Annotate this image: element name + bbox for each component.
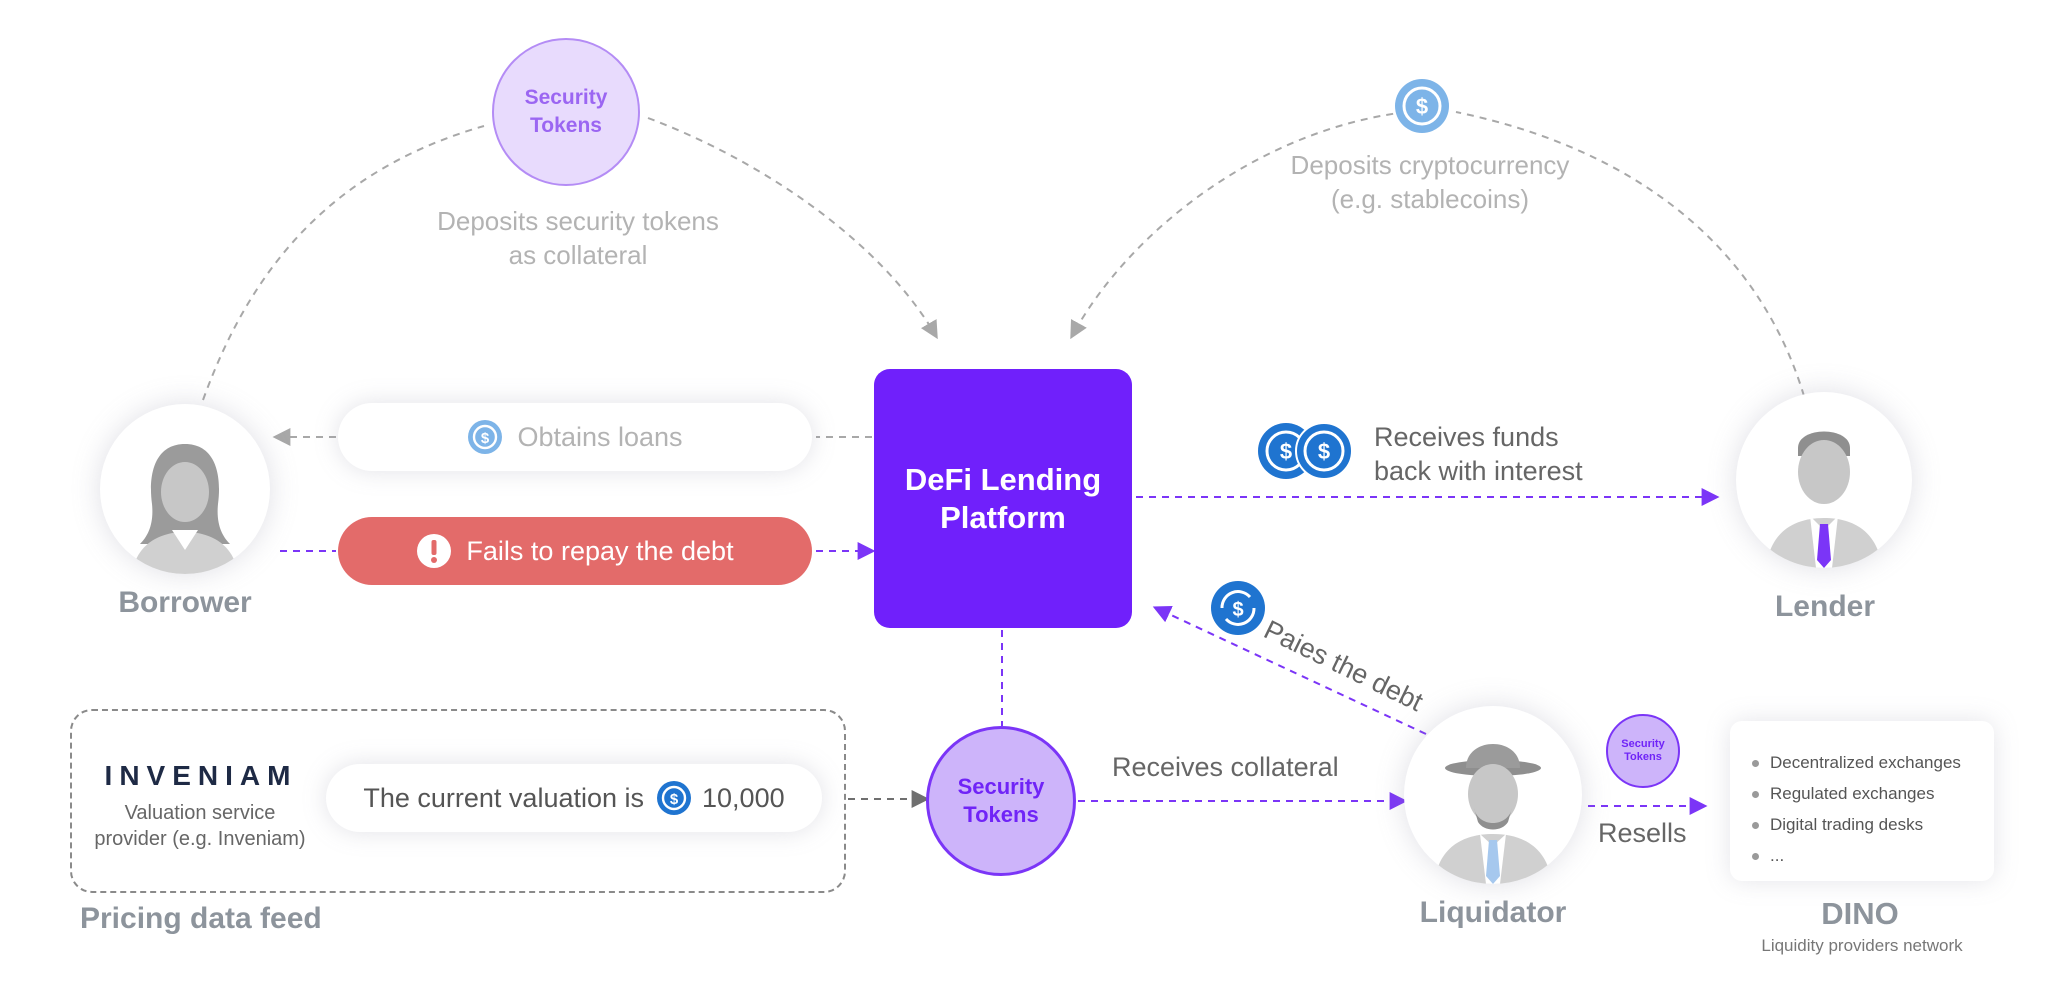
exchange-coin-icon: $	[1211, 581, 1265, 635]
svg-text:$: $	[481, 430, 490, 447]
exclamation-icon	[417, 534, 452, 568]
obtains-loans-label: Obtains loans	[517, 421, 683, 452]
lender-avatar	[1736, 392, 1912, 568]
valuation-pill: The current valuation is $ 10,000	[326, 764, 822, 832]
borrower-deposit-arc	[202, 125, 485, 401]
liquidator-avatar	[1404, 706, 1582, 884]
token-line2: Tokens	[963, 802, 1039, 827]
caption-line2: provider (e.g. Inveniam)	[94, 828, 306, 850]
list-item: Digital trading desks	[1752, 809, 1994, 840]
caption-line2: as collateral	[508, 240, 648, 270]
svg-text:$: $	[1318, 439, 1330, 464]
pricing-data-feed-title: Pricing data feed	[80, 902, 322, 935]
lender-deposit-caption: Deposits cryptocurrency (e.g. stablecoin…	[1240, 148, 1620, 216]
caption-line1: Deposits cryptocurrency	[1290, 150, 1570, 180]
list-item: Decentralized exchanges	[1752, 747, 1994, 778]
token-line2: Tokens	[530, 114, 602, 137]
spy-avatar-icon	[1434, 744, 1552, 884]
borrower-label: Borrower	[118, 586, 252, 619]
dino-subtitle: Liquidity providers network	[1761, 936, 1963, 955]
borrower-avatar	[100, 404, 270, 574]
svg-text:$: $	[1416, 94, 1428, 119]
resells-label: Resells	[1598, 818, 1687, 848]
dollar-coin-icon: $	[657, 781, 692, 815]
liquidator-label: Liquidator	[1419, 896, 1567, 929]
obtains-loans-pill: $ Obtains loans	[338, 403, 812, 471]
token-line1: Security	[957, 774, 1045, 799]
receives-funds-caption: Receives funds back with interest	[1374, 420, 1694, 488]
lender-deposit-arc	[1455, 111, 1805, 397]
fails-to-repay-pill: Fails to repay the debt	[338, 517, 812, 585]
fails-to-repay-label: Fails to repay the debt	[466, 535, 734, 566]
caption-line2: back with interest	[1374, 456, 1583, 486]
woman-avatar-icon	[132, 444, 238, 574]
caption-line1: Receives funds	[1374, 422, 1559, 452]
list-item: Regulated exchanges	[1752, 778, 1994, 809]
token-line1: Security	[1621, 738, 1665, 750]
pricing-data-feed-box	[70, 709, 846, 893]
inveniam-logo: INVENIAM	[104, 760, 298, 791]
lender-deposit-arc-arrow	[1070, 111, 1407, 340]
man-avatar-icon	[1766, 431, 1882, 568]
dollar-coin-icon: $	[468, 420, 503, 454]
dino-list: Decentralized exchanges Regulated exchan…	[1752, 747, 1994, 871]
dino-network-card: Decentralized exchanges Regulated exchan…	[1730, 721, 1994, 881]
double-coin-icon: $ $	[1258, 422, 1353, 480]
caption-line2: (e.g. stablecoins)	[1331, 184, 1529, 214]
borrower-deposit-arc-arrow	[647, 117, 938, 340]
collateral-security-token: Security Tokens	[926, 726, 1076, 876]
token-line2: Tokens	[1624, 751, 1662, 763]
pays-debt-label: Paies the debt	[1259, 614, 1428, 717]
caption-line1: Valuation service	[124, 802, 276, 824]
valuation-prefix: The current valuation is	[363, 782, 645, 813]
borrower-security-token: Security Tokens	[492, 38, 640, 186]
svg-text:$: $	[670, 791, 679, 808]
dino-title: DINO	[1821, 896, 1899, 931]
caption-line1: Deposits security tokens	[437, 206, 719, 236]
platform-line2: Platform	[940, 499, 1066, 535]
dollar-coin-icon: $	[1395, 79, 1449, 133]
platform-line1: DeFi Lending	[904, 461, 1102, 497]
defi-lending-platform: DeFi Lending Platform	[874, 369, 1132, 628]
svg-text:$: $	[1232, 599, 1243, 621]
svg-text:$: $	[1280, 439, 1292, 464]
valuation-provider-caption: Valuation service provider (e.g. Invenia…	[78, 800, 322, 852]
receives-collateral-label: Receives collateral	[1112, 752, 1339, 782]
small-security-token: Security Tokens	[1606, 714, 1680, 788]
token-line1: Security	[524, 86, 608, 109]
pays-debt-arrow	[1152, 605, 1427, 735]
borrower-deposit-caption: Deposits security tokens as collateral	[400, 204, 756, 272]
valuation-amount: 10,000	[702, 782, 785, 813]
list-item: ...	[1752, 840, 1994, 871]
lender-label: Lender	[1774, 590, 1876, 623]
